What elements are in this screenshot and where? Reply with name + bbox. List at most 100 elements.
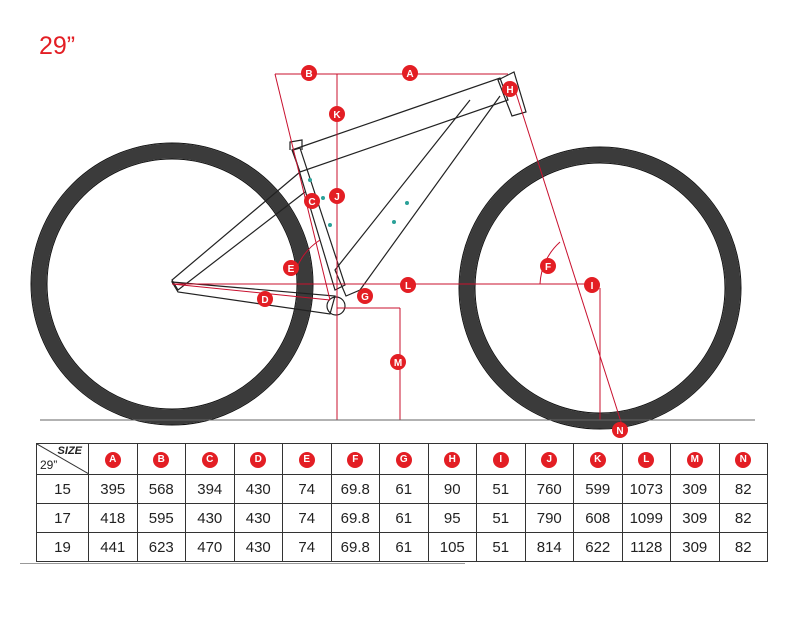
label-c: C — [304, 193, 320, 209]
value-cell: 430 — [233, 532, 283, 562]
column-header-c: C — [185, 443, 235, 475]
label-n: N — [612, 422, 628, 438]
value-cell: 394 — [185, 474, 235, 504]
header-badge: B — [153, 451, 170, 468]
label-f: F — [540, 258, 556, 274]
value-cell: 418 — [88, 503, 138, 533]
label-h: H — [502, 81, 518, 97]
header-badge: N — [735, 451, 752, 468]
column-header-i: I — [476, 443, 526, 475]
value-cell: 61 — [379, 503, 429, 533]
value-cell: 1073 — [621, 474, 671, 504]
svg-text:H: H — [506, 85, 513, 96]
geometry-lines — [171, 73, 623, 426]
svg-text:N: N — [616, 426, 623, 437]
corner-wheel-label: 29” — [40, 458, 58, 472]
bottom-rule — [20, 563, 465, 564]
value-cell: 599 — [573, 474, 623, 504]
svg-text:E: E — [288, 264, 295, 275]
value-cell: 74 — [282, 503, 332, 533]
value-cell: 568 — [136, 474, 186, 504]
value-cell: 82 — [718, 474, 768, 504]
value-cell: 82 — [718, 503, 768, 533]
value-cell: 595 — [136, 503, 186, 533]
svg-text:C: C — [308, 197, 315, 208]
size-corner-cell: SIZE 29” — [36, 443, 89, 475]
column-header-h: H — [427, 443, 477, 475]
column-header-l: L — [621, 443, 671, 475]
value-cell: 790 — [524, 503, 574, 533]
header-badge: A — [104, 451, 121, 468]
value-cell: 760 — [524, 474, 574, 504]
header-badge: H — [444, 451, 461, 468]
header-badge: K — [589, 451, 606, 468]
svg-text:J: J — [334, 192, 340, 203]
value-cell: 61 — [379, 532, 429, 562]
svg-text:A: A — [406, 69, 413, 80]
value-cell: 82 — [718, 532, 768, 562]
size-cell: 17 — [36, 503, 89, 533]
label-m: M — [390, 354, 406, 370]
label-b: B — [301, 65, 317, 81]
size-title: 29” — [39, 32, 76, 60]
svg-text:F: F — [545, 262, 551, 273]
value-cell: 1099 — [621, 503, 671, 533]
column-header-m: M — [670, 443, 720, 475]
size-cell: 15 — [36, 474, 89, 504]
header-badge: D — [250, 451, 267, 468]
value-cell: 95 — [427, 503, 477, 533]
label-a: A — [402, 65, 418, 81]
header-badge: G — [395, 451, 412, 468]
value-cell: 623 — [136, 532, 186, 562]
front-wheel — [458, 146, 742, 430]
column-header-b: B — [136, 443, 186, 475]
value-cell: 309 — [670, 503, 720, 533]
value-cell: 51 — [476, 503, 526, 533]
value-cell: 309 — [670, 532, 720, 562]
svg-text:M: M — [394, 358, 402, 369]
value-cell: 430 — [233, 503, 283, 533]
value-cell: 441 — [88, 532, 138, 562]
value-cell: 69.8 — [330, 532, 380, 562]
label-e: E — [283, 260, 299, 276]
label-l: L — [400, 277, 416, 293]
column-header-j: J — [524, 443, 574, 475]
column-header-d: D — [233, 443, 283, 475]
label-k: K — [329, 106, 345, 122]
header-badge: C — [201, 451, 218, 468]
svg-text:I: I — [591, 281, 594, 292]
header-badge: I — [492, 451, 509, 468]
value-cell: 105 — [427, 532, 477, 562]
value-cell: 69.8 — [330, 503, 380, 533]
value-cell: 90 — [427, 474, 477, 504]
value-cell: 61 — [379, 474, 429, 504]
column-header-g: G — [379, 443, 429, 475]
value-cell: 470 — [185, 532, 235, 562]
column-header-k: K — [573, 443, 623, 475]
corner-diagonal — [37, 444, 88, 474]
label-g: G — [357, 288, 373, 304]
size-cell: 19 — [36, 532, 89, 562]
value-cell: 622 — [573, 532, 623, 562]
column-header-f: F — [330, 443, 380, 475]
label-i: I — [584, 277, 600, 293]
value-cell: 74 — [282, 532, 332, 562]
svg-text:B: B — [305, 69, 312, 80]
value-cell: 814 — [524, 532, 574, 562]
value-cell: 309 — [670, 474, 720, 504]
svg-text:L: L — [405, 281, 411, 292]
svg-text:K: K — [333, 110, 341, 121]
frame — [170, 71, 527, 316]
header-badge: F — [347, 451, 364, 468]
value-cell: 1128 — [621, 532, 671, 562]
label-j: J — [329, 188, 345, 204]
svg-text:G: G — [361, 292, 369, 303]
value-cell: 608 — [573, 503, 623, 533]
header-badge: J — [541, 451, 558, 468]
value-cell: 51 — [476, 532, 526, 562]
